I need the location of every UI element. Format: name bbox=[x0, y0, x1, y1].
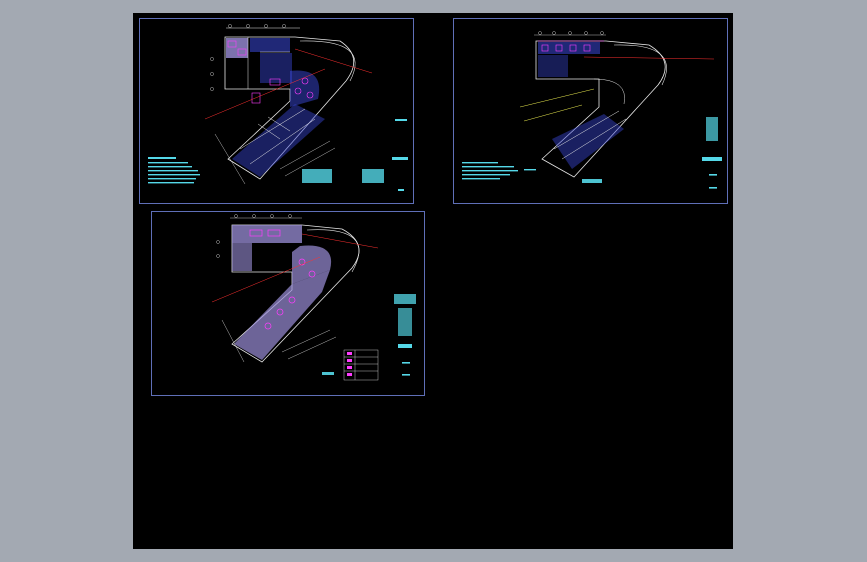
dimension-grid-top bbox=[216, 214, 302, 258]
title-block-2 bbox=[582, 117, 722, 189]
furniture-magenta bbox=[249, 229, 316, 330]
drawing-sheet-1[interactable] bbox=[139, 18, 414, 204]
hatched-rooms bbox=[226, 38, 325, 177]
floor-plan-2 bbox=[462, 31, 722, 189]
dimension-lines bbox=[221, 319, 337, 363]
dimension-lines bbox=[214, 133, 336, 185]
floor-plan-1 bbox=[148, 24, 408, 191]
cad-viewport[interactable] bbox=[133, 13, 733, 549]
title-block-3 bbox=[322, 294, 416, 376]
axis-lines bbox=[583, 56, 715, 60]
drawing-sheet-3[interactable] bbox=[151, 211, 425, 396]
interior-walls bbox=[239, 37, 316, 165]
legend-table bbox=[343, 349, 379, 381]
note-lines bbox=[519, 88, 595, 122]
dimension-grid-top bbox=[534, 31, 606, 36]
furniture-magenta bbox=[538, 40, 604, 52]
floor-plan-3 bbox=[211, 214, 416, 381]
axis-lines bbox=[211, 233, 379, 303]
interior-walls bbox=[553, 78, 627, 160]
building-outline bbox=[535, 40, 667, 178]
notes-block bbox=[462, 162, 536, 180]
hatched-floor bbox=[232, 225, 332, 360]
axis-lines bbox=[204, 48, 373, 120]
drawing-sheet-2[interactable] bbox=[453, 18, 728, 204]
title-block-1 bbox=[302, 119, 408, 191]
notes-block bbox=[148, 157, 200, 184]
furniture-magenta bbox=[227, 40, 314, 104]
dimension-grid-top bbox=[210, 24, 300, 91]
